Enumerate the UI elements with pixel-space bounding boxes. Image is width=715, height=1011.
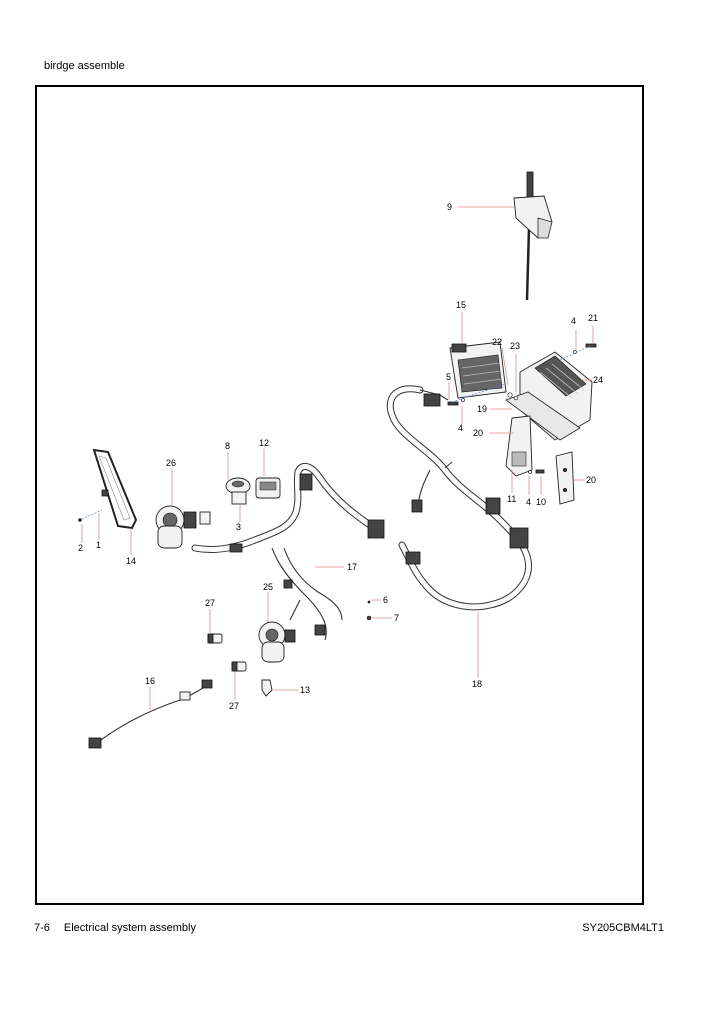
callout-11: 11 <box>507 494 516 504</box>
connectors-27 <box>207 633 247 672</box>
callout-22: 22 <box>492 337 502 347</box>
callout-24: 24 <box>593 375 603 385</box>
footer-left: 7-6 Electrical system assembly <box>34 922 196 934</box>
callout-27-lower: 27 <box>229 701 239 711</box>
callout-17: 17 <box>347 562 357 572</box>
callout-6: 6 <box>383 595 388 605</box>
callout-8: 8 <box>225 441 230 451</box>
callout-13: 13 <box>300 685 310 695</box>
callout-21: 21 <box>588 313 598 323</box>
callout-15: 15 <box>456 300 466 310</box>
fasteners-6-7 <box>366 600 372 621</box>
page-title: birdge assemble <box>44 60 125 72</box>
callout-labels: 9 15 22 23 4 21 24 5 19 4 20 20 11 4 10 … <box>78 202 603 711</box>
callout-12: 12 <box>259 438 269 448</box>
clip-13 <box>261 679 273 697</box>
callout-10: 10 <box>536 497 546 507</box>
callout-20-right: 20 <box>586 475 596 485</box>
leader-lines <box>81 206 594 710</box>
controller-assembly <box>447 341 597 505</box>
sensor-cable <box>88 679 213 749</box>
callout-1: 1 <box>96 540 101 550</box>
model-code: SY205CBM4LT1 <box>582 922 664 934</box>
callout-9: 9 <box>447 202 452 212</box>
callout-4-mid: 4 <box>458 423 463 433</box>
callout-18: 18 <box>472 679 482 689</box>
valve-group <box>225 477 281 505</box>
mirror <box>78 448 138 530</box>
section-title: Electrical system assembly <box>63 922 196 934</box>
callout-26: 26 <box>166 458 176 468</box>
main-harness <box>386 385 533 611</box>
callout-4-low: 4 <box>526 497 531 507</box>
callout-7: 7 <box>394 613 399 623</box>
callout-14: 14 <box>126 556 136 566</box>
callout-23: 23 <box>510 341 520 351</box>
callout-2: 2 <box>78 543 83 553</box>
diagram-frame <box>35 85 644 905</box>
callout-25: 25 <box>263 582 273 592</box>
pump-left <box>155 505 211 549</box>
callout-16: 16 <box>145 676 155 686</box>
pump-lower <box>258 621 296 663</box>
callout-4-top: 4 <box>571 316 576 326</box>
callout-5: 5 <box>446 372 451 382</box>
antenna <box>513 171 553 301</box>
callout-3: 3 <box>236 522 241 532</box>
callout-19: 19 <box>477 404 487 414</box>
sub-harness <box>191 462 385 641</box>
page-number: 7-6 <box>34 922 50 934</box>
callout-20-left: 20 <box>473 428 483 438</box>
callout-27-upper: 27 <box>205 598 215 608</box>
